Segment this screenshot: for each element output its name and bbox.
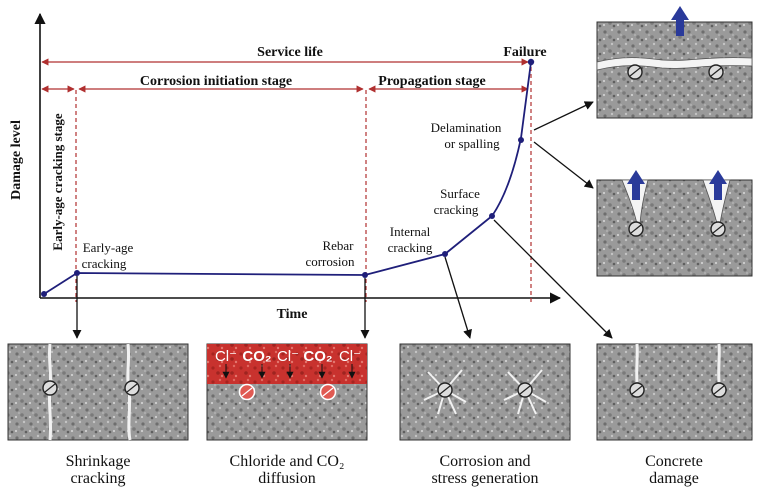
up-arrow-icon [671, 6, 689, 36]
stage-spans: Service life Corrosion initiation stage … [41, 45, 529, 251]
arrow-to-surface-panel [533, 141, 594, 189]
caption-line: stress generation [431, 470, 539, 487]
up-arrow-icon [709, 170, 727, 200]
delamination-label-2: or spalling [444, 136, 500, 151]
arrow-to-corrosion [444, 256, 472, 339]
initiation-label: Corrosion initiation stage [140, 74, 292, 89]
caption-line: Chloride and CO₂ [229, 453, 345, 470]
internal-label-2: cracking [388, 240, 433, 255]
surface-crack [635, 343, 639, 383]
early-age-label-1: Early-age [83, 240, 134, 255]
service-life-label: Service life [257, 45, 323, 60]
rebar-corrosion-point [362, 272, 368, 278]
axes: Time Damage level [9, 12, 562, 322]
chloride-ion-label: Cl⁻ [339, 348, 361, 365]
early-age-point [74, 270, 80, 276]
co2-label: CO₂ [303, 348, 332, 365]
damage-caption: Concrete damage [589, 453, 758, 487]
delamination-point [518, 137, 524, 143]
x-axis-label: Time [277, 307, 308, 322]
caption-line: Concrete [645, 453, 703, 470]
arrow-to-spalling [533, 101, 594, 131]
failure-label: Failure [503, 45, 546, 60]
stage-dividers [75, 60, 532, 302]
caption-line: Corrosion and [439, 453, 531, 470]
surface-label-1: Surface [440, 186, 480, 201]
connector-arrows [72, 101, 613, 339]
delamination-crack [596, 57, 753, 71]
damage-panel [596, 343, 753, 441]
arrow-to-damage [493, 219, 613, 339]
surface-label-2: cracking [434, 202, 479, 217]
failure-point [527, 58, 535, 66]
chloride-caption: Chloride and CO₂ diffusion [202, 453, 372, 487]
spalling-panel [596, 6, 753, 119]
corrosion-panel [399, 343, 571, 441]
shrinkage-caption: Shrinkage cracking [13, 453, 183, 487]
delamination-label-1: Delamination [431, 120, 502, 135]
damage-curve [41, 58, 535, 297]
y-axis-label: Damage level [9, 120, 24, 200]
surface-crack [717, 343, 721, 383]
chloride-ion-label: Cl⁻ [277, 348, 299, 365]
curve-start-point [41, 291, 47, 297]
corrosion-caption: Corrosion and stress generation [400, 453, 570, 487]
propagation-label: Propagation stage [378, 74, 485, 89]
caption-line: diffusion [258, 470, 316, 487]
internal-cracking-point [442, 251, 448, 257]
caption-line: cracking [70, 470, 126, 487]
caption-line: Shrinkage [65, 453, 131, 470]
early-age-label-2: cracking [82, 256, 127, 271]
rebar-label-2: corrosion [305, 254, 355, 269]
shrinkage-panel [7, 343, 189, 441]
chloride-panel: Cl⁻ CO₂ Cl⁻ CO₂ Cl⁻ [206, 343, 368, 441]
co2-label: CO₂ [242, 348, 271, 365]
surface-cracking-point [489, 213, 495, 219]
up-arrow-icon [627, 170, 645, 200]
event-labels: Failure Delamination or spalling Surface… [82, 45, 547, 271]
caption-line: damage [649, 470, 699, 487]
internal-label-1: Internal [390, 224, 431, 239]
chloride-ion-label: Cl⁻ [215, 348, 237, 365]
rebar-label-1: Rebar [322, 238, 354, 253]
radial-cracks [423, 369, 547, 415]
surface-crack-panel [596, 170, 753, 277]
early-age-stage-label: Early-age cracking stage [50, 113, 65, 250]
